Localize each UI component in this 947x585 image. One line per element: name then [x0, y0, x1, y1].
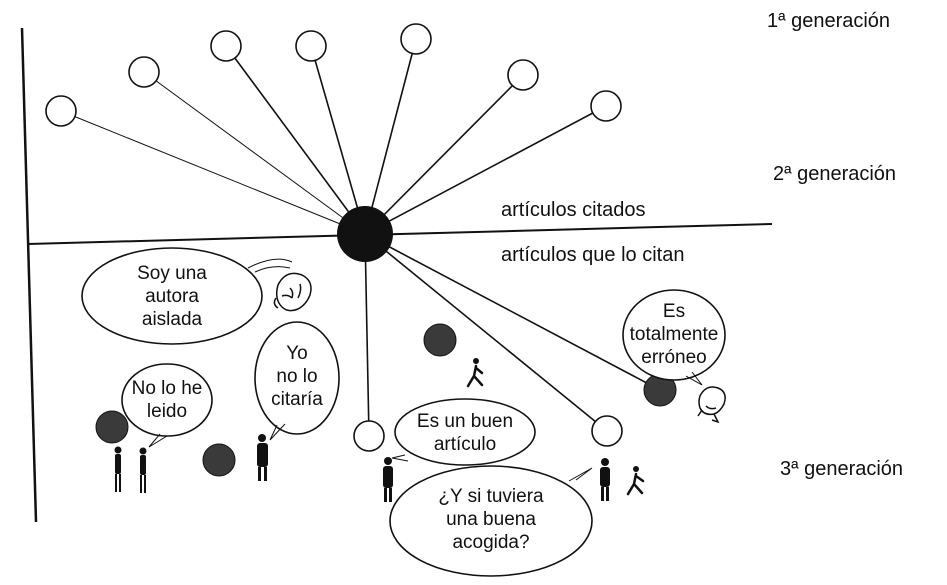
central-article-node [337, 206, 393, 262]
bubble-not-read-text: No lo he leido [131, 378, 203, 422]
bubble-good-article [394, 398, 536, 466]
bubble-isolated-author [81, 247, 263, 345]
citing-spokes [364, 233, 661, 437]
bubble-tails [148, 258, 703, 482]
horizontal-axis [27, 223, 773, 245]
cited-nodes [45, 23, 622, 127]
bubble-good-reception [389, 465, 593, 577]
vertical-axis [20, 27, 38, 523]
bubble-wrong-text: Es totalmente erróneo [629, 301, 719, 368]
bubble-good-reception-text: ¿Y si tuviera una buena acogida? [438, 486, 544, 553]
cited-node [210, 30, 242, 62]
cited-node [128, 56, 160, 88]
person-figure-icon [114, 434, 610, 502]
citing-node-open [591, 415, 623, 447]
uncited-node [202, 443, 236, 477]
bubble-would-not-cite [254, 321, 340, 435]
citing-node-open [353, 420, 385, 452]
walking-person-icon [466, 358, 645, 496]
third-generation-label: 3ª generación [780, 458, 904, 480]
bubble-isolated-author-text: Soy una autora aislada [137, 263, 207, 330]
bubble-good-article-text: Es un buen artículo [416, 411, 514, 455]
cited-node [590, 90, 622, 122]
bubble-wrong [622, 289, 726, 381]
uncited-node [423, 323, 457, 357]
woman-head-icon [273, 272, 312, 312]
person-head-icon [697, 386, 726, 424]
cited-node [45, 95, 77, 127]
citing-articles-label: artículos que lo citan [501, 244, 685, 266]
cited-node [295, 30, 327, 62]
cited-spokes [60, 38, 607, 235]
cited-node [400, 23, 432, 55]
second-generation-label: 2ª generación [773, 163, 897, 185]
uncited-node [95, 410, 129, 444]
cited-node [507, 59, 539, 91]
bubble-would-not-cite-text: Yo no lo citaría [271, 343, 323, 410]
cited-articles-label: artículos citados [501, 199, 646, 221]
first-generation-label: 1ª generación [767, 10, 891, 32]
